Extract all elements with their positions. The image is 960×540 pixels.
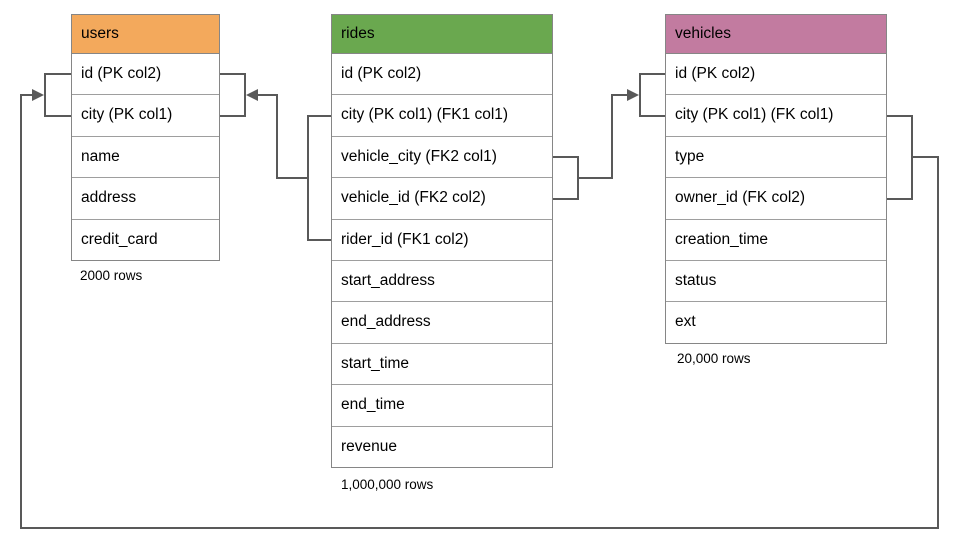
column-row-rides: vehicle_id (FK2 col2): [332, 178, 552, 220]
row-count-vehicles: 20,000 rows: [677, 351, 751, 366]
row-count-rides: 1,000,000 rows: [341, 477, 434, 492]
rides-vehicles-line: [578, 94, 627, 179]
column-row-vehicles: owner_id (FK col2): [666, 178, 886, 220]
table-rides: rides id (PK col2)city (PK col1) (FK1 co…: [331, 14, 553, 468]
rides-users-arrowhead-icon: [246, 89, 258, 101]
column-row-vehicles: city (PK col1) (FK col1): [666, 95, 886, 137]
column-row-rides: rider_id (FK1 col2): [332, 219, 552, 261]
rides-users-line: [258, 94, 308, 179]
table-header-users: users: [72, 15, 219, 54]
column-row-rides: end_address: [332, 302, 552, 344]
column-row-rides: start_time: [332, 343, 552, 386]
column-row-users: name: [72, 136, 219, 179]
column-row-vehicles: id (PK col2): [666, 54, 886, 96]
table-header-rides: rides: [332, 15, 552, 54]
vehicles-users-arrowhead-icon: [32, 89, 44, 101]
column-row-vehicles: type: [666, 136, 886, 179]
column-row-rides: end_time: [332, 385, 552, 427]
vehicles-users-line: [20, 94, 939, 529]
table-vehicles: vehicles id (PK col2)city (PK col1) (FK …: [665, 14, 887, 344]
rides-right-bracket: [553, 156, 579, 200]
row-count-users: 2000 rows: [80, 268, 143, 283]
users-left-bracket: [44, 73, 71, 117]
vehicles-left-bracket: [639, 73, 665, 117]
column-row-users: city (PK col1): [72, 95, 219, 137]
column-row-vehicles: ext: [666, 302, 886, 343]
column-row-rides: city (PK col1) (FK1 col1): [332, 95, 552, 137]
rides-vehicles-arrowhead-icon: [627, 89, 639, 101]
column-row-rides: id (PK col2): [332, 54, 552, 96]
column-row-vehicles: creation_time: [666, 219, 886, 261]
users-right-bracket: [220, 73, 246, 117]
table-columns-rides: id (PK col2)city (PK col1) (FK1 col1)veh…: [332, 54, 552, 467]
vehicles-right-bracket: [887, 115, 913, 200]
column-row-rides: revenue: [332, 426, 552, 467]
rides-left-bracket: [307, 115, 331, 241]
column-row-rides: start_address: [332, 260, 552, 303]
table-columns-vehicles: id (PK col2)city (PK col1) (FK col1)type…: [666, 54, 886, 343]
column-row-users: credit_card: [72, 219, 219, 260]
column-row-users: address: [72, 178, 219, 220]
column-row-vehicles: status: [666, 260, 886, 303]
table-header-vehicles: vehicles: [666, 15, 886, 54]
column-row-users: id (PK col2): [72, 54, 219, 96]
column-row-rides: vehicle_city (FK2 col1): [332, 136, 552, 179]
